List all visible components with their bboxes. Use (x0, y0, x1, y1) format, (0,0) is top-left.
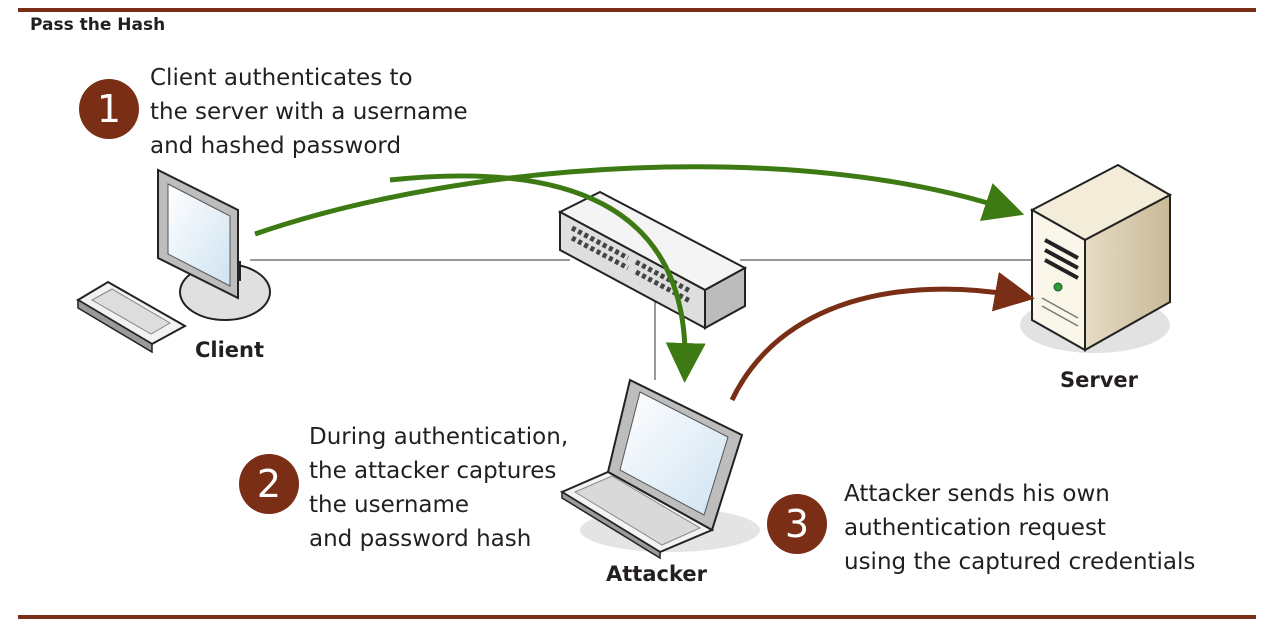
capture-arrow (389, 173, 706, 383)
top-rule (18, 8, 1256, 12)
step-1-badge: 1 (79, 79, 139, 139)
bottom-rule (18, 615, 1256, 619)
step-2-line: the attacker captures (309, 458, 557, 484)
step-3-line: Attacker sends his own (844, 481, 1110, 507)
step-1-line: the server with a username (150, 99, 468, 125)
network-switch-icon (557, 190, 748, 330)
step-2-line: the username (309, 492, 470, 518)
attacker-to-server-arrow (729, 271, 1035, 402)
server-label: Server (1060, 368, 1139, 392)
attacker-laptop-icon (559, 378, 760, 560)
step-3-description: Attacker sends his own authentication re… (844, 477, 1195, 579)
step-2-line: During authentication, (309, 424, 569, 450)
step-1-line: Client authenticates to (150, 65, 413, 91)
step-3-badge: 3 (767, 494, 827, 554)
client-to-server-arrow (254, 164, 1025, 237)
step-3-line: using the captured credentials (844, 549, 1196, 575)
client-label: Client (195, 338, 265, 362)
server-icon (1020, 163, 1173, 353)
step-1-line: and hashed password (150, 133, 402, 159)
step-1-description: Client authenticates to the server with … (150, 61, 468, 163)
step-3-line: authentication request (844, 515, 1106, 541)
step-2-description: During authentication, the attacker capt… (309, 420, 568, 556)
client-computer-icon (76, 168, 271, 354)
step-2-badge: 2 (239, 454, 299, 514)
figure-title: Pass the Hash (30, 15, 166, 35)
attacker-label: Attacker (606, 562, 707, 586)
step-2-line: and password hash (309, 526, 532, 552)
